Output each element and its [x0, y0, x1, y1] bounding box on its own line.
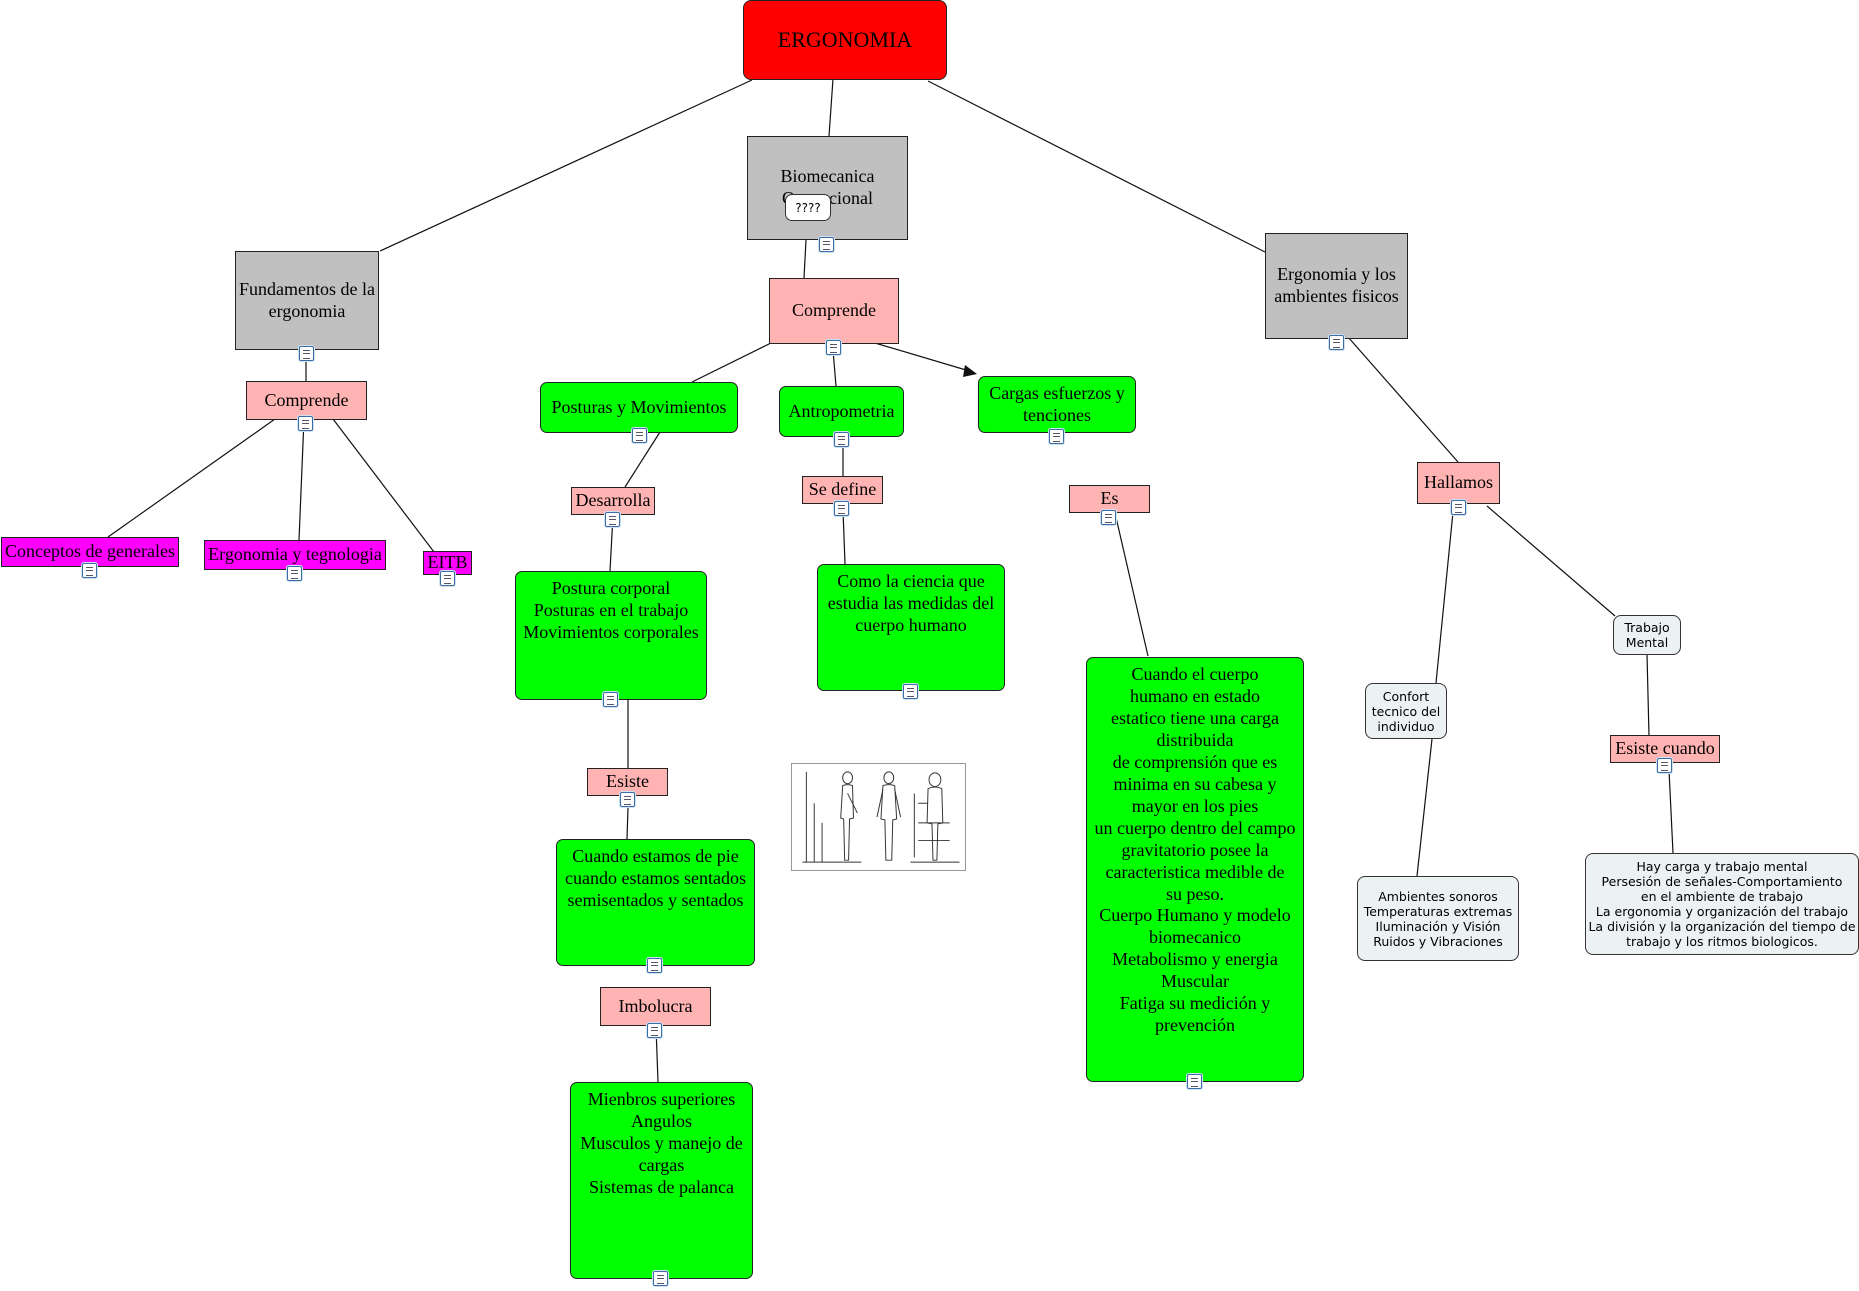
- document-icon[interactable]: [834, 432, 849, 447]
- document-icon[interactable]: [653, 1271, 668, 1286]
- document-icon[interactable]: [82, 563, 97, 578]
- document-icon[interactable]: [647, 958, 662, 973]
- document-icon[interactable]: [1101, 510, 1116, 525]
- document-icon[interactable]: [1049, 429, 1064, 444]
- node-comprende-center[interactable]: Comprende: [769, 278, 899, 344]
- node-antropometria[interactable]: Antropometria: [779, 386, 904, 437]
- connector: [1435, 501, 1455, 684]
- document-icon[interactable]: [1451, 500, 1466, 515]
- node-como-la-ciencia[interactable]: Como la ciencia que estudia las medidas …: [817, 564, 1005, 691]
- connector: [828, 78, 834, 137]
- node-cargas-esfuerzos[interactable]: Cargas esfuerzos y tenciones: [978, 376, 1136, 433]
- document-icon[interactable]: [605, 512, 620, 527]
- connector: [107, 418, 276, 538]
- document-icon[interactable]: [632, 428, 647, 443]
- note-ambientes-sonoros[interactable]: Ambientes sonoros Temperaturas extremas …: [1357, 876, 1519, 961]
- connector: [379, 79, 753, 252]
- document-icon[interactable]: [603, 692, 618, 707]
- document-icon[interactable]: [287, 566, 302, 581]
- connector: [624, 431, 661, 488]
- connector: [1646, 653, 1650, 737]
- document-icon[interactable]: [1657, 758, 1672, 773]
- connector: [842, 509, 846, 565]
- connector: [332, 418, 435, 553]
- connector: [803, 239, 807, 279]
- node-desarrolla[interactable]: Desarrolla: [571, 487, 655, 515]
- connector: [1668, 769, 1674, 854]
- tooltip-unknown: ????: [785, 194, 831, 221]
- node-biomecanica-ocupacional[interactable]: Biomecanica Ocupacional: [747, 136, 908, 240]
- document-icon[interactable]: [903, 684, 918, 699]
- connector: [1114, 512, 1149, 657]
- document-icon[interactable]: [834, 501, 849, 516]
- node-esiste[interactable]: Esiste: [587, 768, 668, 796]
- anthropometry-figure-image: [791, 763, 966, 871]
- connector: [832, 349, 837, 387]
- note-trabajo-mental[interactable]: Trabajo Mental: [1613, 615, 1681, 655]
- node-comprende-left[interactable]: Comprende: [246, 381, 367, 420]
- connector: [298, 418, 305, 541]
- connector: [691, 342, 772, 383]
- node-cuando-el-cuerpo[interactable]: Cuando el cuerpo humano en estado estati…: [1086, 657, 1304, 1082]
- node-ambientes-fisicos[interactable]: Ergonomia y los ambientes fisicos: [1265, 233, 1408, 339]
- node-cuando-estamos-de-pie[interactable]: Cuando estamos de pie cuando estamos sen…: [556, 839, 755, 966]
- connector: [927, 80, 1266, 253]
- node-se-define[interactable]: Se define: [802, 476, 883, 504]
- document-icon[interactable]: [647, 1023, 662, 1038]
- note-confort-tecnico[interactable]: Confort tecnico del individuo: [1365, 683, 1447, 739]
- connector: [1416, 738, 1433, 877]
- document-icon[interactable]: [620, 792, 635, 807]
- connector: [874, 342, 967, 371]
- node-hallamos[interactable]: Hallamos: [1417, 462, 1500, 504]
- node-posturas-movimientos[interactable]: Posturas y Movimientos: [540, 382, 738, 433]
- connector: [1486, 505, 1616, 617]
- node-imbolucra[interactable]: Imbolucra: [600, 987, 711, 1026]
- node-ergonomia-tegnologia[interactable]: Ergonomia y tegnologia: [204, 540, 386, 570]
- document-icon[interactable]: [299, 346, 314, 361]
- arrowhead: [963, 365, 977, 377]
- connector: [1347, 336, 1459, 463]
- document-icon[interactable]: [1187, 1074, 1202, 1089]
- document-icon[interactable]: [1329, 335, 1344, 350]
- document-icon[interactable]: [298, 416, 313, 431]
- node-conceptos-generales[interactable]: Conceptos de generales: [1, 537, 179, 567]
- node-mienbros-superiores[interactable]: Mienbros superiores Angulos Musculos y m…: [570, 1082, 753, 1279]
- node-fundamentos-ergonomia[interactable]: Fundamentos de la ergonomia: [235, 251, 379, 350]
- connector: [626, 807, 629, 840]
- note-hay-carga-trabajo-mental[interactable]: Hay carga y trabajo mental Persesión de …: [1585, 853, 1859, 955]
- node-postura-corporal[interactable]: Postura corporal Posturas en el trabajo …: [515, 571, 707, 700]
- document-icon[interactable]: [819, 237, 834, 252]
- document-icon[interactable]: [440, 571, 455, 586]
- node-es[interactable]: Es: [1069, 485, 1150, 513]
- node-ergonomia[interactable]: ERGONOMIA: [743, 0, 947, 80]
- document-icon[interactable]: [826, 340, 841, 355]
